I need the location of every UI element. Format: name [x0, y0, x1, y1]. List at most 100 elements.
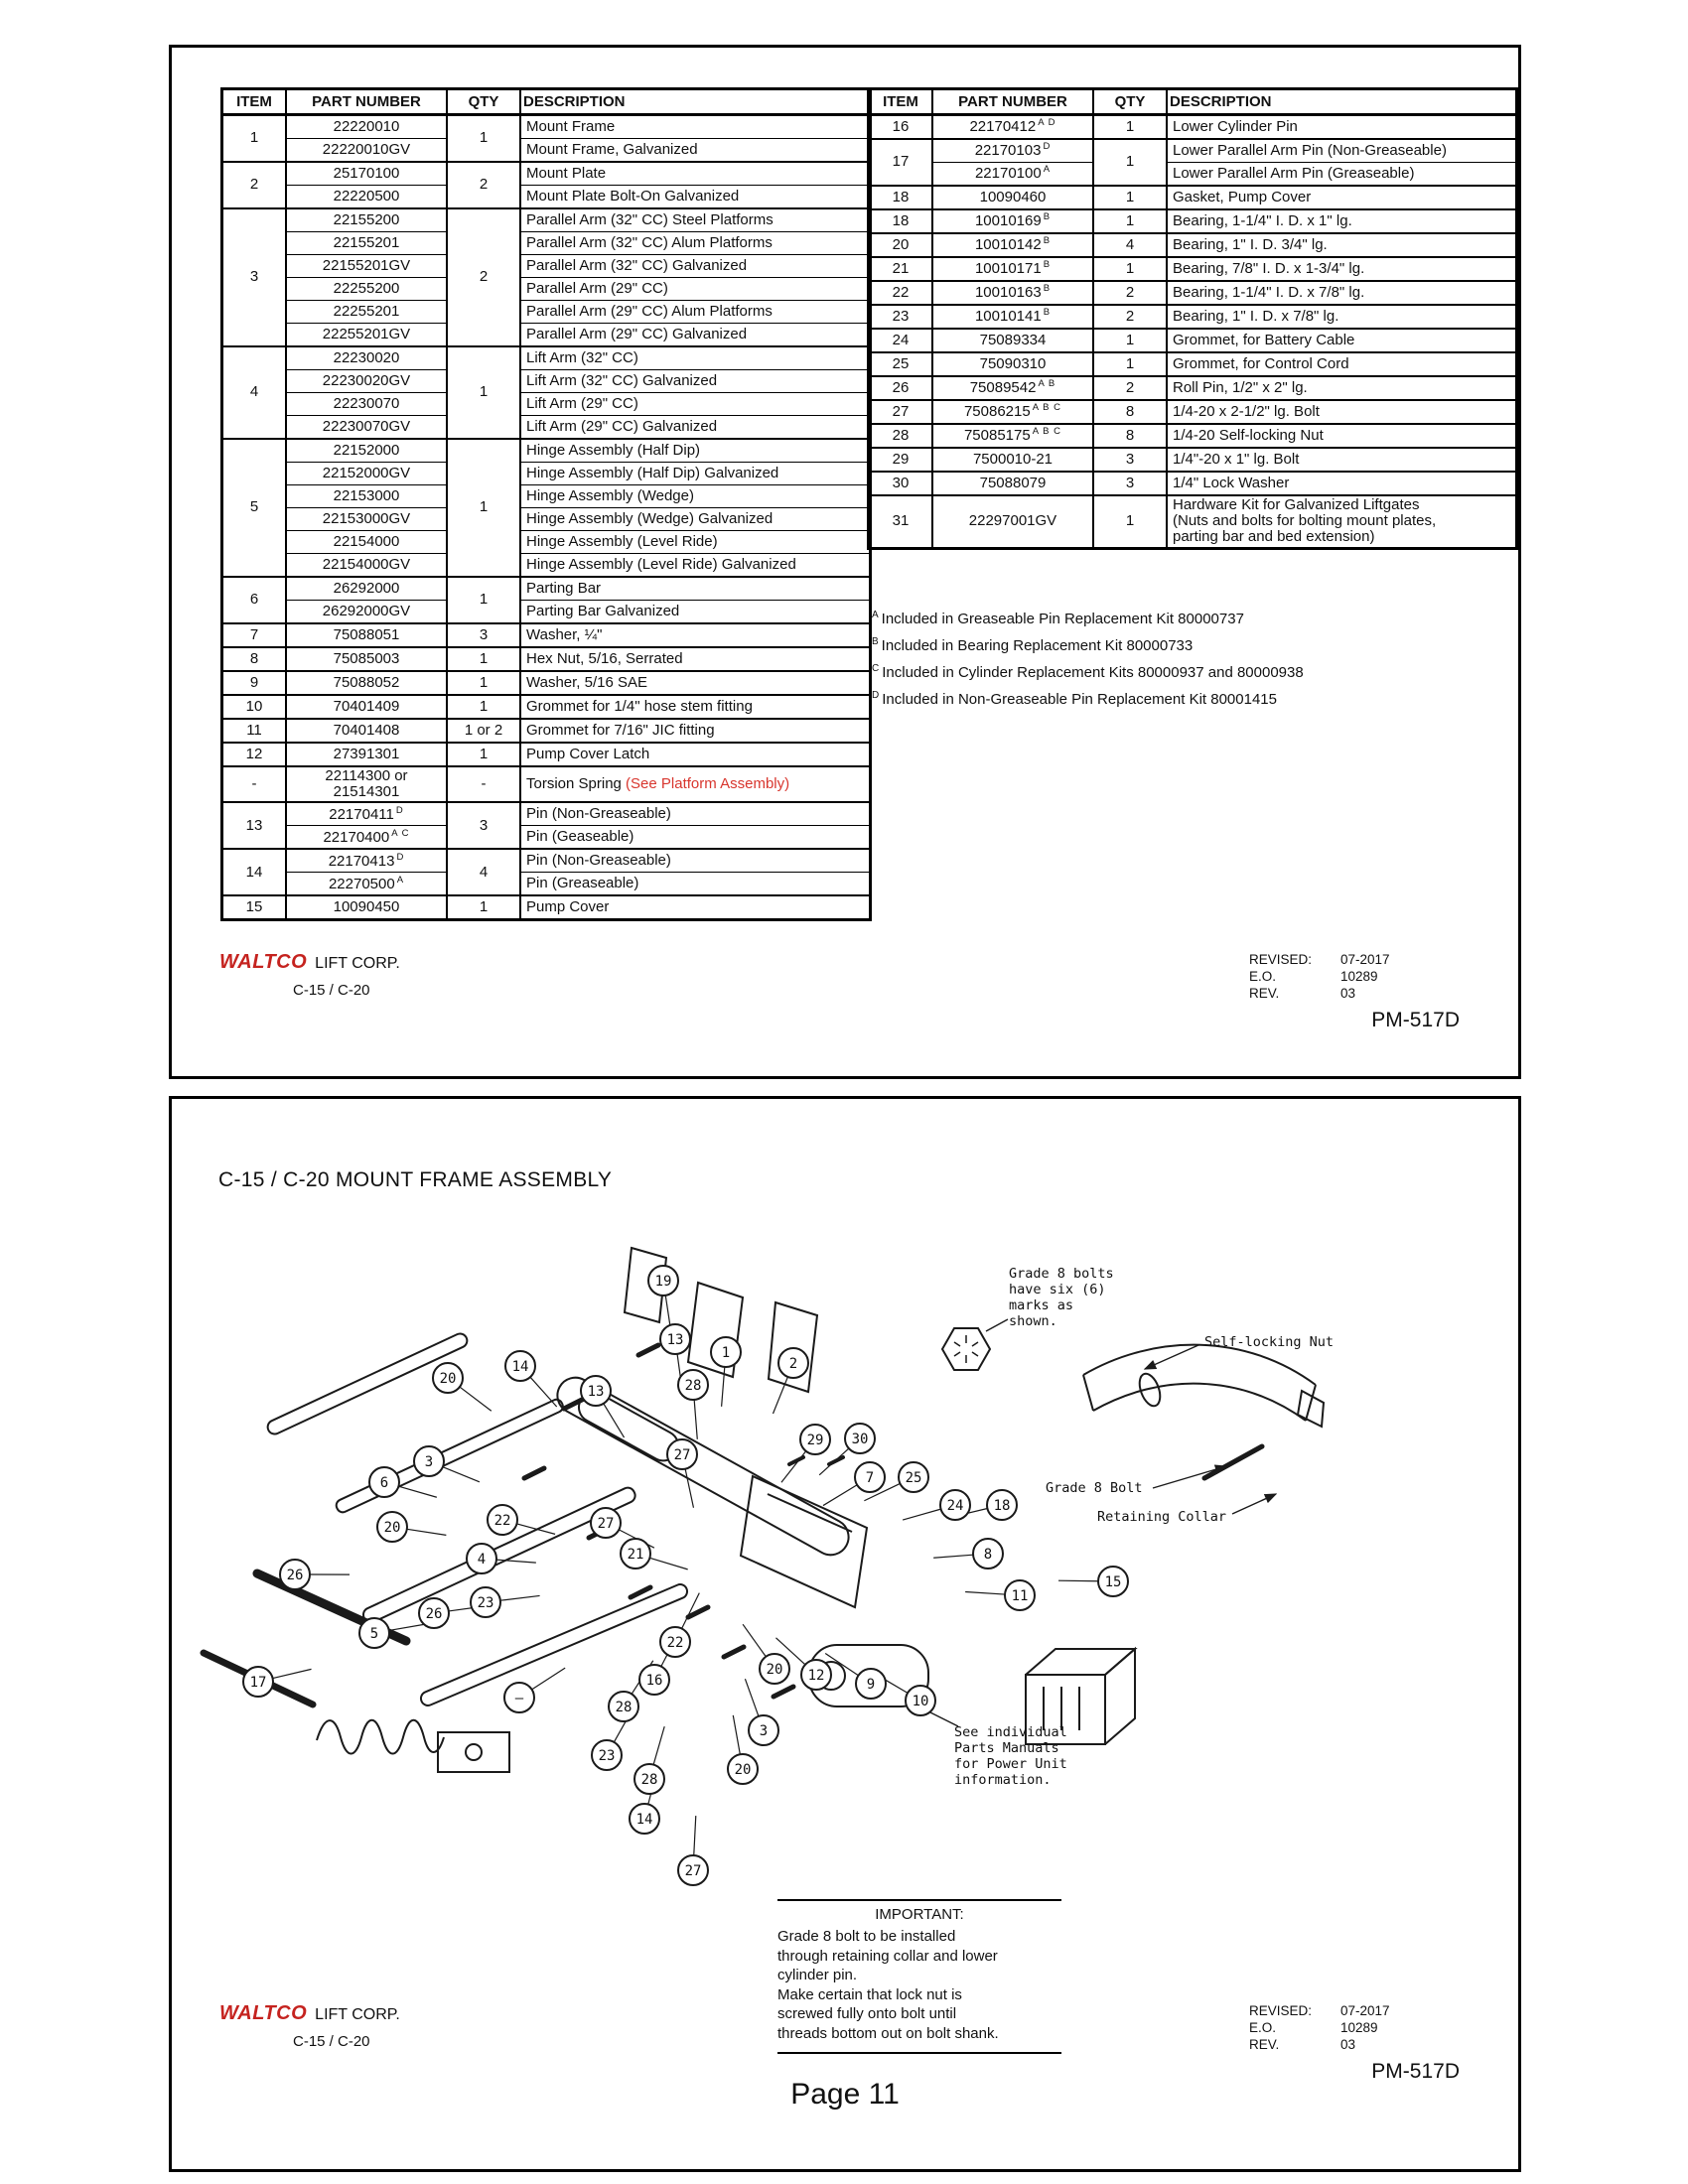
- balloon-number: 23: [599, 1748, 616, 1764]
- balloon-27: [590, 1507, 622, 1539]
- rev-row: REV.03: [1249, 2037, 1356, 2052]
- balloon-number: 28: [685, 1378, 702, 1394]
- item-cell: 8: [220, 646, 287, 671]
- description-cell: Hinge Assembly (Wedge) Galvanized: [519, 507, 872, 531]
- item-cell: 14: [220, 848, 287, 896]
- col-header: ITEM: [867, 87, 933, 116]
- part-number-cell: 22153000: [285, 484, 448, 508]
- description-cell: Parallel Arm (32" CC) Steel Platforms: [519, 207, 872, 232]
- description-cell: Mount Plate Bolt-On Galvanized: [519, 185, 872, 208]
- item-cell: 15: [220, 894, 287, 920]
- description-cell: 1/4"-20 x 1" lg. Bolt: [1166, 447, 1518, 472]
- balloon-number: 22: [667, 1635, 684, 1651]
- description-cell: Mount Plate: [519, 161, 872, 186]
- qty-cell: 2: [1092, 304, 1168, 329]
- description-cell: Pump Cover Latch: [519, 742, 872, 766]
- balloon-number: 20: [440, 1371, 457, 1387]
- description-cell: Hex Nut, 5/16, Serrated: [519, 646, 872, 671]
- kit-superscript: B: [1043, 307, 1052, 319]
- important-line: screwed fully onto bolt until: [777, 2005, 957, 2022]
- qty-cell: 2: [446, 207, 521, 346]
- description-cell: Torsion Spring (See Platform Assembly): [519, 764, 872, 803]
- balloon-27: [666, 1438, 698, 1470]
- part-number-cell: 22114300 or 21514301: [285, 764, 448, 803]
- part-number-cell: 22230020GV: [285, 369, 448, 393]
- part-number-cell: 22255201GV: [285, 323, 448, 346]
- description-cell: Hinge Assembly (Level Ride): [519, 530, 872, 554]
- qty-cell: 1: [446, 670, 521, 695]
- item-cell: 1: [220, 113, 287, 162]
- kit-superscript: D: [1043, 141, 1052, 153]
- balloon-20: [759, 1653, 790, 1685]
- item-cell: -: [220, 764, 287, 803]
- balloon-28: [608, 1691, 639, 1722]
- part-number-cell: 22220500: [285, 185, 448, 208]
- item-cell: 22: [867, 280, 933, 305]
- part-number-cell: 22297001GV: [931, 493, 1094, 549]
- part-number-cell: 22155200: [285, 207, 448, 232]
- balloon-number: 7: [866, 1470, 874, 1486]
- table-row: -22114300 or 21514301-Torsion Spring (Se…: [220, 764, 872, 803]
- balloon-13: [659, 1323, 691, 1355]
- part-number-cell: 22155201GV: [285, 254, 448, 278]
- see-platform-assembly-note: (See Platform Assembly): [621, 775, 790, 793]
- item-cell: 12: [220, 742, 287, 766]
- balloon-number: 3: [760, 1723, 768, 1739]
- table-row: 22155201GV Parallel Arm (32" CC) Galvaniz…: [222, 254, 872, 278]
- footer-model: C-15 / C-20: [293, 982, 370, 999]
- balloon-number: 5: [370, 1626, 378, 1642]
- kit-superscript: B: [1043, 211, 1052, 223]
- qty-cell: 1: [446, 646, 521, 671]
- qty-cell: 1: [1092, 138, 1168, 186]
- part-number-cell: 22230070GV: [285, 415, 448, 439]
- part-number-cell: 75090310: [931, 351, 1094, 376]
- balloon-number: 22: [494, 1513, 511, 1529]
- description-cell: Lower Parallel Arm Pin (Non-Greaseable): [1166, 138, 1518, 163]
- description-cell: Pin (Geaseable): [519, 825, 872, 850]
- description-cell: Parallel Arm (32" CC) Galvanized: [519, 254, 872, 278]
- description-cell: Parallel Arm (32" CC) Alum Platforms: [519, 231, 872, 255]
- item-cell: 17: [867, 138, 933, 186]
- qty-cell: -: [446, 764, 521, 803]
- qty-cell: 3: [1092, 447, 1168, 472]
- part-number-cell: 22255201: [285, 300, 448, 324]
- item-cell: 25: [867, 351, 933, 376]
- item-cell: 11: [220, 718, 287, 743]
- balloon-24: [939, 1489, 971, 1521]
- assembly-drawing-page: C-15 / C-20 MOUNT FRAME ASSEMBLY: [169, 1096, 1521, 2172]
- balloon-number: 13: [667, 1332, 684, 1348]
- part-number-cell: 70401408: [285, 718, 448, 743]
- balloon-number: 28: [616, 1700, 633, 1715]
- part-number-cell: 7500010-21: [931, 447, 1094, 472]
- description-cell: Bearing, 1-1/4" I. D. x 7/8" lg.: [1166, 280, 1518, 305]
- balloon-number: 12: [808, 1668, 825, 1684]
- qty-cell: 4: [1092, 232, 1168, 257]
- item-cell: 29: [867, 447, 933, 472]
- balloon-5: [358, 1617, 390, 1649]
- item-cell: 2: [220, 161, 287, 208]
- kit-superscript: A B C: [1032, 426, 1062, 438]
- description-cell: Parallel Arm (29" CC) Galvanized: [519, 323, 872, 346]
